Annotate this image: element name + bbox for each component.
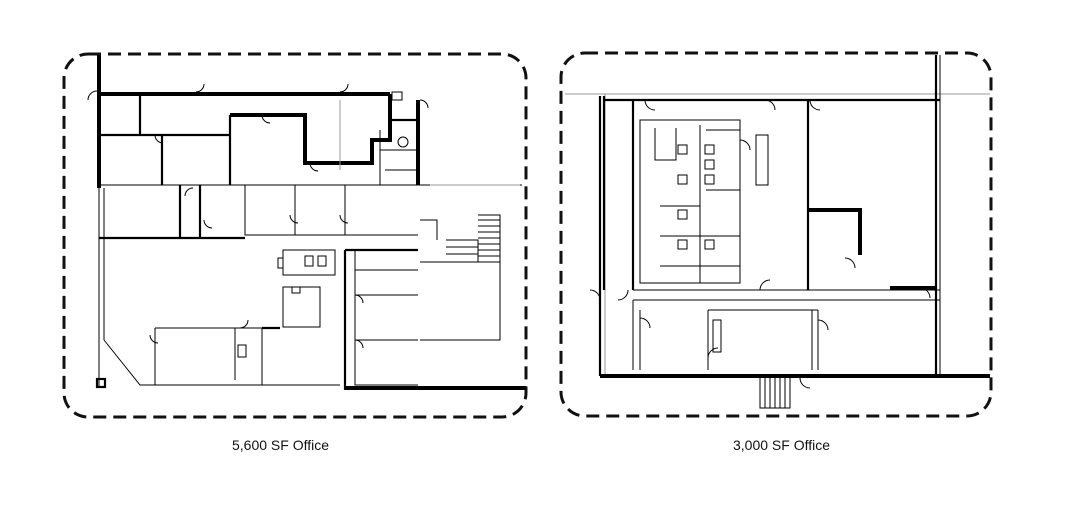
column-marker: [95, 377, 107, 389]
plan-3000sf: [559, 51, 993, 418]
plan-caption-right: 3,000 SF Office: [733, 437, 831, 453]
door-swings: [589, 99, 931, 389]
west-exterior-wall: [598, 96, 606, 376]
plan-caption-left: 5,600 SF Office: [232, 437, 330, 453]
office-suite-wall: [230, 94, 392, 165]
plan-5600sf: [62, 52, 528, 419]
corridor: [633, 289, 940, 301]
exterior-stair: [478, 214, 501, 262]
plan-left-boundary: [62, 52, 528, 419]
door-swings: [87, 83, 429, 349]
entry-stair: [759, 376, 791, 409]
plan-right-boundary: [559, 51, 993, 418]
